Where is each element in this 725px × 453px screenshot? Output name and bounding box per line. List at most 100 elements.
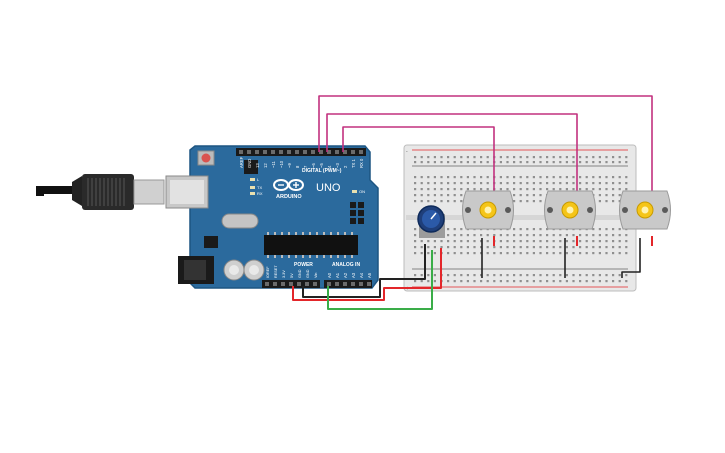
- breadboard-hole[interactable]: [466, 161, 469, 164]
- breadboard-hole[interactable]: [526, 246, 529, 249]
- breadboard-hole[interactable]: [592, 228, 595, 231]
- breadboard-hole[interactable]: [605, 194, 608, 197]
- breadboard-hole[interactable]: [625, 274, 628, 277]
- breadboard-hole[interactable]: [473, 280, 476, 283]
- breadboard-hole[interactable]: [499, 252, 502, 255]
- breadboard-hole[interactable]: [433, 156, 436, 159]
- breadboard-hole[interactable]: [466, 156, 469, 159]
- breadboard-hole[interactable]: [565, 240, 568, 243]
- breadboard-hole[interactable]: [625, 156, 628, 159]
- breadboard-hole[interactable]: [585, 246, 588, 249]
- breadboard-hole[interactable]: [519, 274, 522, 277]
- breadboard-hole[interactable]: [447, 228, 450, 231]
- breadboard-hole[interactable]: [473, 161, 476, 164]
- breadboard-hole[interactable]: [572, 176, 575, 179]
- wire-a0[interactable]: [327, 250, 433, 310]
- breadboard-hole[interactable]: [605, 200, 608, 203]
- breadboard-hole[interactable]: [440, 182, 443, 185]
- breadboard-hole[interactable]: [539, 228, 542, 231]
- wire-gnd[interactable]: [302, 244, 426, 298]
- breadboard-hole[interactable]: [519, 246, 522, 249]
- breadboard-hole[interactable]: [612, 240, 615, 243]
- breadboard-hole[interactable]: [592, 246, 595, 249]
- breadboard-hole[interactable]: [420, 252, 423, 255]
- breadboard-hole[interactable]: [572, 182, 575, 185]
- breadboard-hole[interactable]: [440, 188, 443, 191]
- breadboard-hole[interactable]: [427, 188, 430, 191]
- arduino-uno-board[interactable]: AREF GND 13 12 ~11 ~10 ~9 8 7 ~6 ~5 4 ~3…: [165, 145, 379, 289]
- breadboard-hole[interactable]: [460, 274, 463, 277]
- breadboard-hole[interactable]: [552, 182, 555, 185]
- breadboard-hole[interactable]: [625, 161, 628, 164]
- breadboard-hole[interactable]: [539, 252, 542, 255]
- breadboard-hole[interactable]: [579, 176, 582, 179]
- breadboard-hole[interactable]: [546, 182, 549, 185]
- breadboard-hole[interactable]: [506, 280, 509, 283]
- breadboard-hole[interactable]: [585, 252, 588, 255]
- breadboard-hole[interactable]: [414, 228, 417, 231]
- breadboard-hole[interactable]: [506, 161, 509, 164]
- breadboard-hole[interactable]: [605, 252, 608, 255]
- breadboard-hole[interactable]: [414, 274, 417, 277]
- breadboard-hole[interactable]: [526, 228, 529, 231]
- breadboard-hole[interactable]: [420, 161, 423, 164]
- breadboard-hole[interactable]: [447, 280, 450, 283]
- breadboard-hole[interactable]: [579, 246, 582, 249]
- breadboard-hole[interactable]: [440, 176, 443, 179]
- breadboard-hole[interactable]: [598, 188, 601, 191]
- breadboard-hole[interactable]: [453, 252, 456, 255]
- breadboard-hole[interactable]: [486, 182, 489, 185]
- breadboard-hole[interactable]: [598, 156, 601, 159]
- breadboard-hole[interactable]: [565, 252, 568, 255]
- breadboard-hole[interactable]: [592, 182, 595, 185]
- breadboard-hole[interactable]: [612, 274, 615, 277]
- breadboard-hole[interactable]: [447, 176, 450, 179]
- breadboard-hole[interactable]: [612, 182, 615, 185]
- breadboard-hole[interactable]: [473, 240, 476, 243]
- breadboard-hole[interactable]: [486, 161, 489, 164]
- breadboard-hole[interactable]: [618, 252, 621, 255]
- breadboard-hole[interactable]: [466, 182, 469, 185]
- breadboard-hole[interactable]: [532, 182, 535, 185]
- breadboard-hole[interactable]: [480, 234, 483, 237]
- breadboard-hole[interactable]: [506, 234, 509, 237]
- breadboard-hole[interactable]: [473, 234, 476, 237]
- breadboard-hole[interactable]: [618, 188, 621, 191]
- breadboard-hole[interactable]: [420, 182, 423, 185]
- breadboard-hole[interactable]: [559, 240, 562, 243]
- breadboard-hole[interactable]: [466, 280, 469, 283]
- breadboard-hole[interactable]: [559, 252, 562, 255]
- breadboard-hole[interactable]: [486, 188, 489, 191]
- breadboard-hole[interactable]: [612, 176, 615, 179]
- breadboard-hole[interactable]: [433, 252, 436, 255]
- breadboard-hole[interactable]: [513, 200, 516, 203]
- breadboard-hole[interactable]: [493, 252, 496, 255]
- breadboard-hole[interactable]: [526, 156, 529, 159]
- breadboard-hole[interactable]: [453, 280, 456, 283]
- breadboard-hole[interactable]: [565, 182, 568, 185]
- breadboard-hole[interactable]: [427, 274, 430, 277]
- breadboard-hole[interactable]: [546, 176, 549, 179]
- breadboard-hole[interactable]: [427, 161, 430, 164]
- breadboard-hole[interactable]: [539, 280, 542, 283]
- breadboard-hole[interactable]: [559, 246, 562, 249]
- breadboard-hole[interactable]: [612, 200, 615, 203]
- breadboard-hole[interactable]: [618, 274, 621, 277]
- breadboard-hole[interactable]: [618, 182, 621, 185]
- breadboard-hole[interactable]: [414, 252, 417, 255]
- breadboard-hole[interactable]: [559, 188, 562, 191]
- breadboard-hole[interactable]: [414, 200, 417, 203]
- breadboard-hole[interactable]: [532, 234, 535, 237]
- breadboard-hole[interactable]: [433, 188, 436, 191]
- breadboard-hole[interactable]: [480, 161, 483, 164]
- analog-header[interactable]: [324, 280, 372, 288]
- breadboard-hole[interactable]: [539, 200, 542, 203]
- breadboard-hole[interactable]: [585, 240, 588, 243]
- breadboard-hole[interactable]: [592, 188, 595, 191]
- breadboard-hole[interactable]: [526, 161, 529, 164]
- breadboard-hole[interactable]: [460, 188, 463, 191]
- breadboard-hole[interactable]: [447, 161, 450, 164]
- breadboard-hole[interactable]: [513, 252, 516, 255]
- breadboard-hole[interactable]: [592, 252, 595, 255]
- breadboard-hole[interactable]: [493, 234, 496, 237]
